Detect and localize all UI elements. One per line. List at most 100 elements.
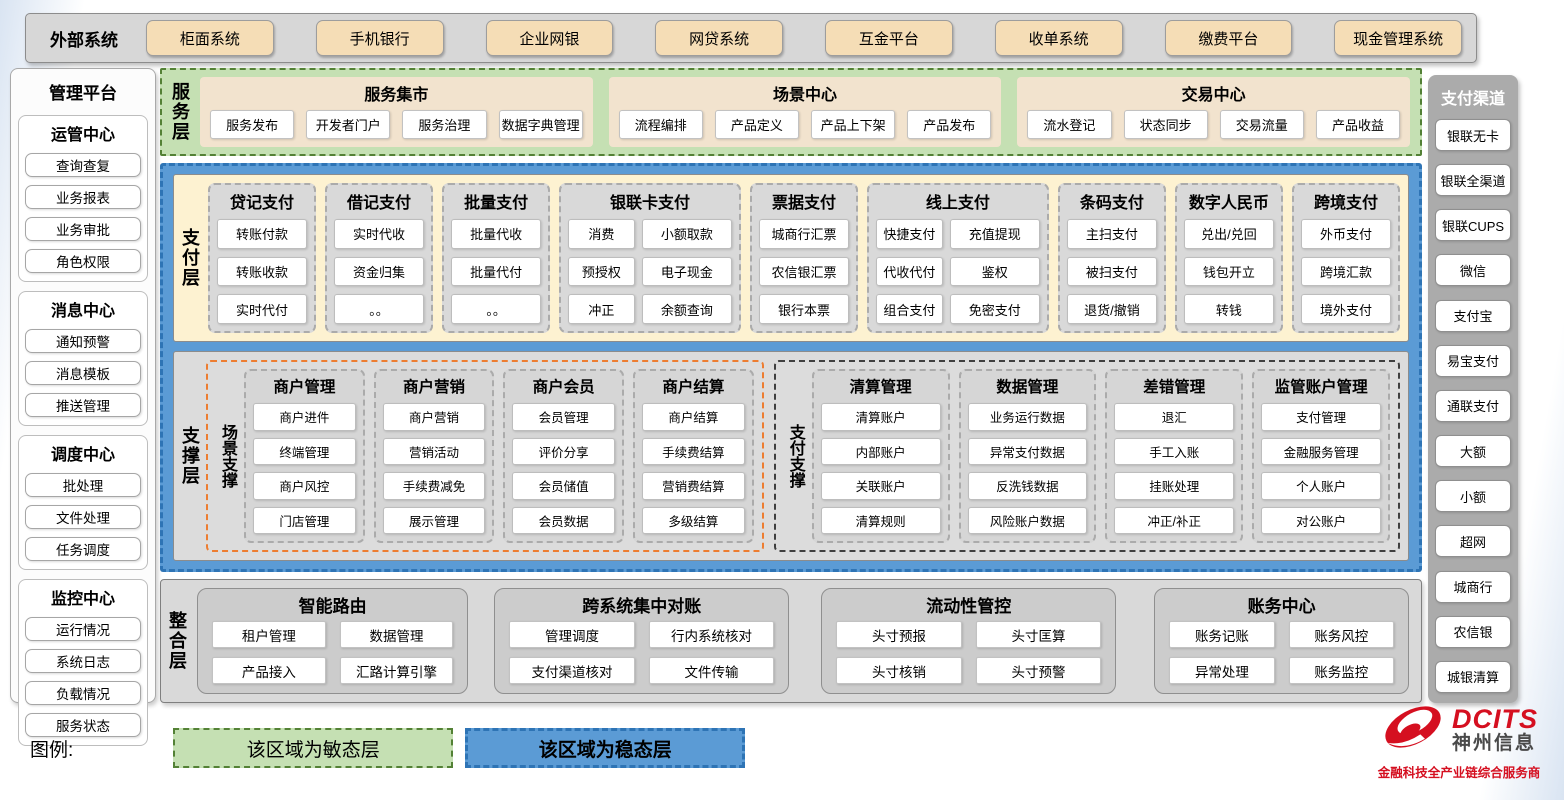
integration-group-items: 租户管理数据管理产品接入汇路计算引擎 <box>212 621 454 684</box>
support-column-items: 支付管理金融服务管理个人账户对公账户 <box>1261 403 1381 534</box>
management-item: 业务报表 <box>25 185 141 209</box>
dcits-swirl-icon <box>1380 700 1446 759</box>
support-column-items: 商户进件终端管理商户风控门店管理 <box>253 403 356 534</box>
support-item: 展示管理 <box>382 506 486 534</box>
payment-channel-item: 通联支付 <box>1435 389 1511 422</box>
management-group-items: 查询查复业务报表业务审批角色权限 <box>25 153 141 273</box>
service-group-items: 流水登记状态同步交易流量产品收益 <box>1027 110 1401 139</box>
payment-column-items: 批量代收批量代付。。 <box>451 219 542 324</box>
payment-channel-item: 城银清算 <box>1435 660 1511 693</box>
payment-column-title: 数字人民币 <box>1188 195 1269 212</box>
integration-layer-groups: 智能路由租户管理数据管理产品接入汇路计算引擎跨系统集中对账管理调度行内系统核对支… <box>197 588 1409 694</box>
payment-item: 转账收款 <box>217 256 308 287</box>
legend-stable-layer: 该区域为稳态层 <box>465 728 746 768</box>
service-item: 开发者门户 <box>306 110 391 139</box>
payment-item: 退货/撤销 <box>1066 294 1157 324</box>
support-item: 营销费结算 <box>642 472 745 500</box>
integration-group-items: 管理调度行内系统核对支付渠道核对文件传输 <box>509 621 775 684</box>
integration-item: 文件传输 <box>648 657 775 684</box>
payment-item: 被扫支付 <box>1066 256 1157 287</box>
support-item: 对公账户 <box>1261 506 1381 534</box>
payment-column-items: 消费小额取款预授权电子现金冲正余额查询 <box>568 219 732 324</box>
payment-item: 电子现金 <box>641 256 732 287</box>
payment-item: 快捷支付 <box>876 219 943 249</box>
support-column: 差错管理退汇手工入账挂账处理冲正/补正 <box>1105 369 1244 543</box>
support-section: 支付支撑清算管理清算账户内部账户关联账户清算规则数据管理业务运行数据异常支付数据… <box>773 360 1400 552</box>
support-item: 业务运行数据 <box>967 403 1088 431</box>
payment-column: 数字人民币兑出/兑回钱包开立转钱 <box>1174 183 1283 333</box>
payment-item: 批量代付 <box>451 256 542 287</box>
legend-agile-layer: 该区域为敏态层 <box>173 728 454 768</box>
integration-group-title: 账务中心 <box>1247 597 1316 616</box>
support-item: 会员储值 <box>512 472 616 500</box>
management-group: 监控中心运行情况系统日志负载情况服务状态 <box>18 579 148 746</box>
integration-layer-label: 整合层 <box>167 611 187 671</box>
payment-column: 批量支付批量代收批量代付。。 <box>442 183 551 333</box>
support-item: 商户风控 <box>253 472 356 500</box>
payment-item: 兑出/兑回 <box>1183 219 1274 249</box>
support-item: 支付管理 <box>1261 403 1381 431</box>
support-item: 手工入账 <box>1114 437 1235 465</box>
management-item: 文件处理 <box>25 505 141 529</box>
integration-item: 产品接入 <box>212 657 326 684</box>
payment-item: 批量代收 <box>451 219 542 249</box>
external-system-chip: 收单系统 <box>994 20 1123 56</box>
payment-column-title: 跨境支付 <box>1313 195 1378 212</box>
management-group-title: 监控中心 <box>50 591 115 608</box>
support-item: 个人账户 <box>1261 472 1381 500</box>
support-item: 关联账户 <box>820 472 941 500</box>
service-item: 状态同步 <box>1123 110 1208 139</box>
support-column: 数据管理业务运行数据异常支付数据反洗钱数据风险账户数据 <box>958 369 1097 543</box>
external-system-chip: 柜面系统 <box>146 20 274 56</box>
payment-item: 冲正 <box>568 294 635 324</box>
management-group-items: 批处理文件处理任务调度 <box>25 473 141 561</box>
support-item: 多级结算 <box>642 506 745 534</box>
support-column-items: 退汇手工入账挂账处理冲正/补正 <box>1114 403 1235 534</box>
payment-column-title: 借记支付 <box>347 195 412 212</box>
management-group: 调度中心批处理文件处理任务调度 <box>18 435 148 570</box>
support-column: 清算管理清算账户内部账户关联账户清算规则 <box>811 369 950 543</box>
payment-item: 城商行汇票 <box>758 219 849 249</box>
support-item: 异常支付数据 <box>967 437 1088 465</box>
service-group-title: 场景中心 <box>773 87 838 104</box>
management-item: 消息模板 <box>25 361 141 385</box>
support-item: 营销活动 <box>382 437 486 465</box>
payment-item: 小额取款 <box>641 219 732 249</box>
payment-column-items: 转账付款转账收款实时代付 <box>217 219 308 324</box>
support-column-items: 业务运行数据异常支付数据反洗钱数据风险账户数据 <box>967 403 1088 534</box>
payment-channel-item: 大额 <box>1435 435 1511 468</box>
payment-item: 境外支付 <box>1300 294 1391 324</box>
management-item: 系统日志 <box>25 649 141 673</box>
management-item: 推送管理 <box>25 393 141 417</box>
support-item: 会员数据 <box>512 506 616 534</box>
support-column-items: 商户结算手续费结算营销费结算多级结算 <box>642 403 745 534</box>
management-platform-panel: 管理平台 运管中心查询查复业务报表业务审批角色权限消息中心通知预警消息模板推送管… <box>10 68 156 746</box>
external-system-chip: 缴费平台 <box>1164 20 1293 56</box>
payment-item: 跨境汇款 <box>1300 256 1391 287</box>
management-group-title: 消息中心 <box>50 303 115 320</box>
support-item: 商户进件 <box>253 403 356 431</box>
integration-item: 管理调度 <box>509 621 635 648</box>
support-item: 内部账户 <box>820 437 941 465</box>
center-column: 服务层 服务集市服务发布开发者门户服务治理数据字典管理场景中心流程编排产品定义产… <box>160 68 1422 703</box>
support-column-items: 会员管理评价分享会员储值会员数据 <box>512 403 616 534</box>
payment-column-items: 外币支付跨境汇款境外支付 <box>1300 219 1391 324</box>
integration-item: 账务记账 <box>1169 621 1275 648</box>
support-layer-sections: 场景支撑商户管理商户进件终端管理商户风控门店管理商户营销商户营销营销活动手续费减… <box>206 360 1400 552</box>
integration-group-items: 头寸预报头寸匡算头寸核销头寸预警 <box>836 621 1102 684</box>
management-groups: 运管中心查询查复业务报表业务审批角色权限消息中心通知预警消息模板推送管理调度中心… <box>18 115 148 746</box>
management-item: 通知预警 <box>25 329 141 353</box>
support-column-title: 监管账户管理 <box>1274 379 1368 396</box>
payment-channel-item: 易宝支付 <box>1435 344 1511 377</box>
payment-item: 余额查询 <box>641 294 732 324</box>
support-item: 门店管理 <box>253 506 356 534</box>
support-item: 风险账户数据 <box>967 506 1088 534</box>
management-item: 角色权限 <box>25 249 141 273</box>
payment-channel-item: 支付宝 <box>1435 299 1511 332</box>
service-group-title: 服务集市 <box>364 87 429 104</box>
external-system-chip: 手机银行 <box>315 20 444 56</box>
payment-item: 钱包开立 <box>1183 256 1274 287</box>
payment-column: 借记支付实时代收资金归集。。 <box>325 183 434 333</box>
